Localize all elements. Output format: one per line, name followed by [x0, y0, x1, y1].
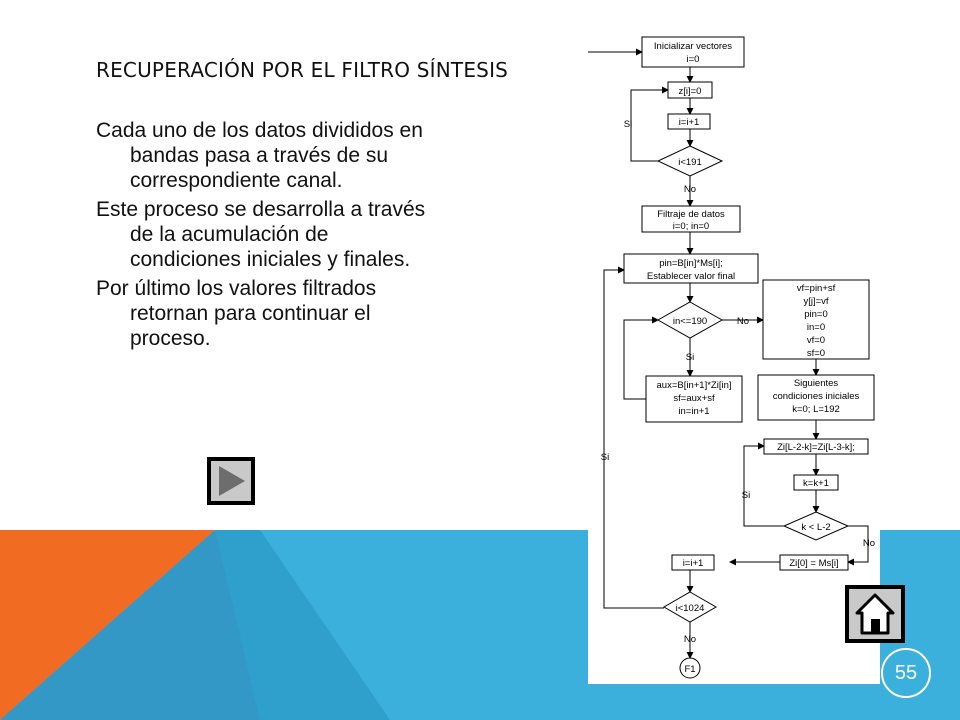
init-box [641, 36, 745, 68]
zi0-box [779, 554, 849, 571]
in190-no-label: No [737, 316, 749, 327]
home-button[interactable] [845, 585, 905, 643]
paragraph-2: Este proceso se desarrolla a través de l… [96, 198, 426, 271]
siguientes-label-1: Siguientes [794, 378, 839, 389]
cond-i1024-label: i<1024 [676, 603, 705, 614]
page-number: 55 [881, 648, 931, 698]
play-button-face [211, 461, 251, 501]
zi-shift-box [763, 438, 869, 455]
vf-line-5: vf=0 [807, 335, 825, 346]
filtraje-box [641, 205, 741, 233]
filtraje-label-2: i=0; in=0 [673, 221, 709, 232]
play-button[interactable] [207, 457, 255, 505]
cond-i191-diamond [656, 145, 724, 177]
pin-box [623, 253, 759, 284]
k-inc-box [793, 474, 839, 491]
siguientes-box [757, 374, 875, 421]
k-no-label: No [863, 538, 875, 549]
flowchart-canvas: Inicializar vectores i=0 z[i]=0 i=i+1 i<… [588, 36, 875, 679]
aux-label-3: in=in+1 [678, 406, 709, 417]
vf-line-1: vf=pin+sf [797, 283, 836, 294]
filtraje-label-1: Filtraje de datos [657, 209, 725, 220]
init-label-1: Inicializar vectores [654, 41, 732, 52]
pin-label-1: pin=B[in]*Ms[i]; [659, 258, 723, 269]
loop1-no-label: No [684, 184, 696, 195]
vf-line-4: in=0 [807, 322, 825, 333]
k-inc-label: k=k+1 [803, 478, 829, 489]
cond-k-diamond [782, 511, 850, 541]
aux-box [645, 375, 743, 423]
inc-i-box-2 [671, 554, 715, 571]
zi-shift-label: Zi[L-2-k]=Zi[L-3-k]; [777, 442, 855, 453]
end-connector [679, 657, 701, 679]
vf-box [762, 279, 870, 360]
paragraph-3: Por último los valores filtrados retorna… [96, 277, 377, 350]
inc-i-box-1 [667, 113, 711, 130]
slide-body: Cada uno de los datos divididos en banda… [96, 118, 426, 355]
slide-title: RECUPERACIÓN POR EL FILTRO SÍNTESIS [96, 58, 509, 82]
end-label: F1 [684, 664, 695, 675]
inc-i-label-1: i=i+1 [679, 117, 700, 128]
home-button-face [849, 589, 901, 639]
init-label-2: i=0 [687, 54, 700, 65]
siguientes-label-2: condiciones iniciales [773, 391, 860, 402]
aux-label-2: sf=aux+sf [673, 393, 715, 404]
cond-in190-label: in<=190 [673, 316, 707, 327]
vf-line-2: y[j]=vf [803, 296, 828, 307]
vf-line-3: pin=0 [804, 309, 828, 320]
outer-yes-label: Si [601, 452, 609, 463]
siguientes-label-3: k=0; L=192 [792, 404, 840, 415]
aux-label-1: aux=B[in+1]*Zi[in] [657, 380, 732, 391]
loop1-yes-label: Si [624, 119, 632, 130]
k-yes-label: Si [742, 490, 750, 501]
zi0-label: Zi[0] = Ms[i] [789, 558, 838, 569]
cond-i191-label: i<191 [678, 157, 702, 168]
in190-yes-label: Si [686, 352, 694, 363]
z-assign-box [667, 81, 713, 99]
orange-shadow [0, 530, 260, 720]
dark-blue-wedge [215, 530, 390, 720]
inc-i-label-2: i=i+1 [683, 558, 704, 569]
vf-line-6: sf=0 [807, 348, 825, 359]
outer-no-label: No [684, 634, 696, 645]
z-assign-label: z[i]=0 [679, 86, 702, 97]
pin-label-2: Establecer valor final [647, 271, 735, 282]
cond-in190-diamond [656, 301, 724, 339]
home-icon [855, 593, 895, 635]
flowchart: Inicializar vectores i=0 z[i]=0 i=i+1 i<… [588, 30, 880, 684]
cond-i1024-diamond [662, 591, 718, 623]
play-icon [219, 466, 245, 496]
cond-k-label: k < L-2 [801, 522, 830, 533]
paragraph-1: Cada uno de los datos divididos en banda… [96, 119, 423, 192]
